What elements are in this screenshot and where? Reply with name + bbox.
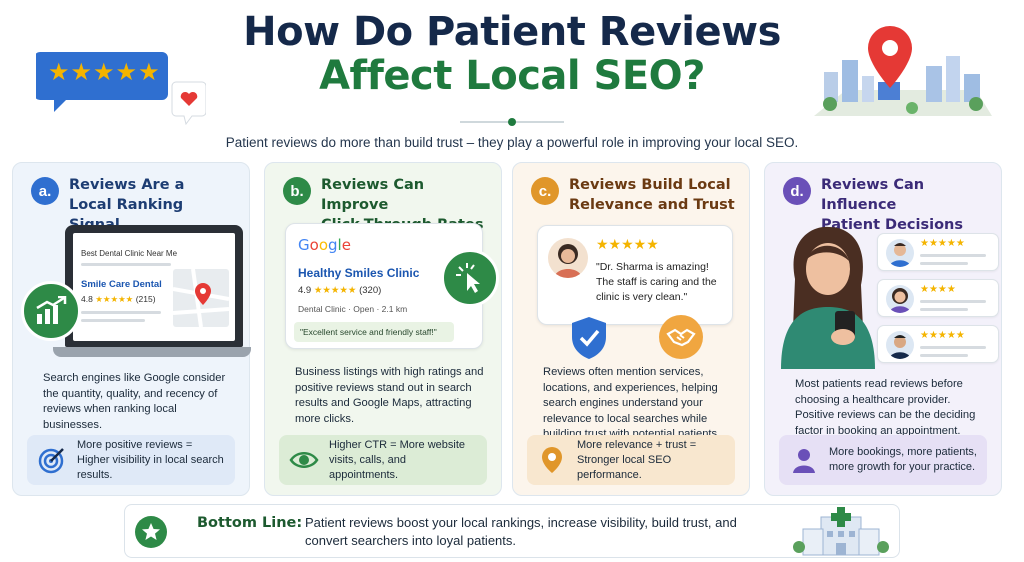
page-title: How Do Patient Reviews Affect Local SEO? — [0, 10, 1024, 98]
google-logo: Google — [298, 236, 351, 254]
review-stars: ★★★★★ — [596, 236, 659, 252]
card-body: Most patients read reviews before choosi… — [795, 378, 976, 437]
review-stars: ★★★★★ — [920, 330, 965, 341]
handshake-icon — [659, 315, 703, 359]
card-title: Reviews Build Local Relevance and Trust — [569, 177, 735, 213]
card-badge: d. — [783, 177, 811, 205]
takeaway-text: More relevance + trust = Stronger local … — [577, 438, 697, 481]
card-badge: c. — [531, 177, 559, 205]
page-subtitle: Patient reviews do more than build trust… — [225, 135, 799, 150]
search-query-text: Best Dental Clinic Near Me — [81, 249, 178, 258]
title-line-2: Affect Local SEO? — [319, 53, 705, 99]
card-takeaway: More positive reviews = Higher visibilit… — [27, 435, 235, 485]
laptop-base — [53, 347, 251, 357]
city-map-illustration — [806, 20, 996, 135]
patient-with-phone-illustration — [773, 219, 883, 374]
target-icon — [37, 445, 67, 475]
card-body: Reviews often mention services, location… — [543, 366, 721, 440]
user-icon — [789, 445, 819, 475]
shield-check-icon — [569, 315, 609, 366]
review-bubble-illustration: ★★★★★ — [34, 48, 207, 135]
business-name: Healthy Smiles Clinic — [298, 266, 420, 280]
card-takeaway: More relevance + trust = Stronger local … — [527, 435, 735, 485]
card-takeaway: More bookings, more patients, more growt… — [779, 435, 987, 485]
card-relevance-trust: c. Reviews Build Local Relevance and Tru… — [512, 162, 750, 496]
bottom-line-text: Patient reviews boost your local ranking… — [305, 515, 737, 548]
review-item: ★★★★ — [877, 279, 999, 317]
business-meta: Dental Clinic · Open · 2.1 km — [298, 304, 408, 314]
growth-chart-icon — [21, 281, 81, 341]
review-item: ★★★★★ — [877, 233, 999, 271]
star-icon — [135, 516, 167, 548]
review-quote: "Dr. Sharma is amazing! The staff is car… — [596, 261, 717, 303]
card-takeaway: Higher CTR = More website visits, calls,… — [279, 435, 487, 485]
review-snippet: "Excellent service and friendly staff!" — [294, 322, 454, 342]
card-body: Search engines like Google consider the … — [43, 372, 226, 431]
bottom-line-label: Bottom Line: — [197, 515, 303, 531]
card-title: Reviews Can Influence Patient Decisions — [821, 177, 964, 233]
review-stars: ★★★★ — [920, 284, 956, 295]
eye-icon — [289, 445, 319, 475]
reviewer-avatar — [548, 238, 588, 278]
map-thumbnail — [173, 269, 229, 327]
card-patient-decisions: d. Reviews Can Influence Patient Decisio… — [764, 162, 1002, 496]
laptop-illustration: Best Dental Clinic Near Me Smile Care De… — [65, 225, 243, 347]
card-click-through: b. Reviews Can Improve Click-Through Rat… — [264, 162, 502, 496]
title-line-1: How Do Patient Reviews — [243, 9, 781, 55]
business-name: Smile Care Dental — [81, 279, 162, 290]
business-rating: 4.9 ★★★★★ (320) — [298, 285, 382, 296]
review-item: ★★★★★ — [877, 325, 999, 363]
takeaway-text: More positive reviews = Higher visibilit… — [77, 438, 224, 481]
cursor-click-icon — [441, 249, 499, 307]
business-rating: 4.8 ★★★★★ (215) — [81, 294, 156, 304]
location-pin-icon — [537, 445, 567, 475]
takeaway-text: More bookings, more patients, more growt… — [829, 446, 977, 473]
card-ranking-signal: a. Reviews Are a Local Ranking Signal Be… — [12, 162, 251, 496]
reviewer-avatar — [886, 285, 914, 313]
takeaway-text: Higher CTR = More website visits, calls,… — [329, 438, 466, 481]
card-badge: a. — [31, 177, 59, 205]
header-rating-stars: ★★★★★ — [48, 59, 161, 86]
reviewer-avatar — [886, 331, 914, 359]
hospital-building-icon — [793, 507, 889, 562]
title-divider — [460, 118, 564, 126]
patient-review-bubble: ★★★★★ "Dr. Sharma is amazing! The staff … — [537, 225, 733, 325]
card-badge: b. — [283, 177, 311, 205]
review-stars: ★★★★★ — [920, 238, 965, 249]
bottom-line-banner: Bottom Line: Patient reviews boost your … — [124, 504, 900, 558]
reviewer-avatar — [886, 239, 914, 267]
card-body: Business listings with high ratings and … — [295, 366, 484, 425]
